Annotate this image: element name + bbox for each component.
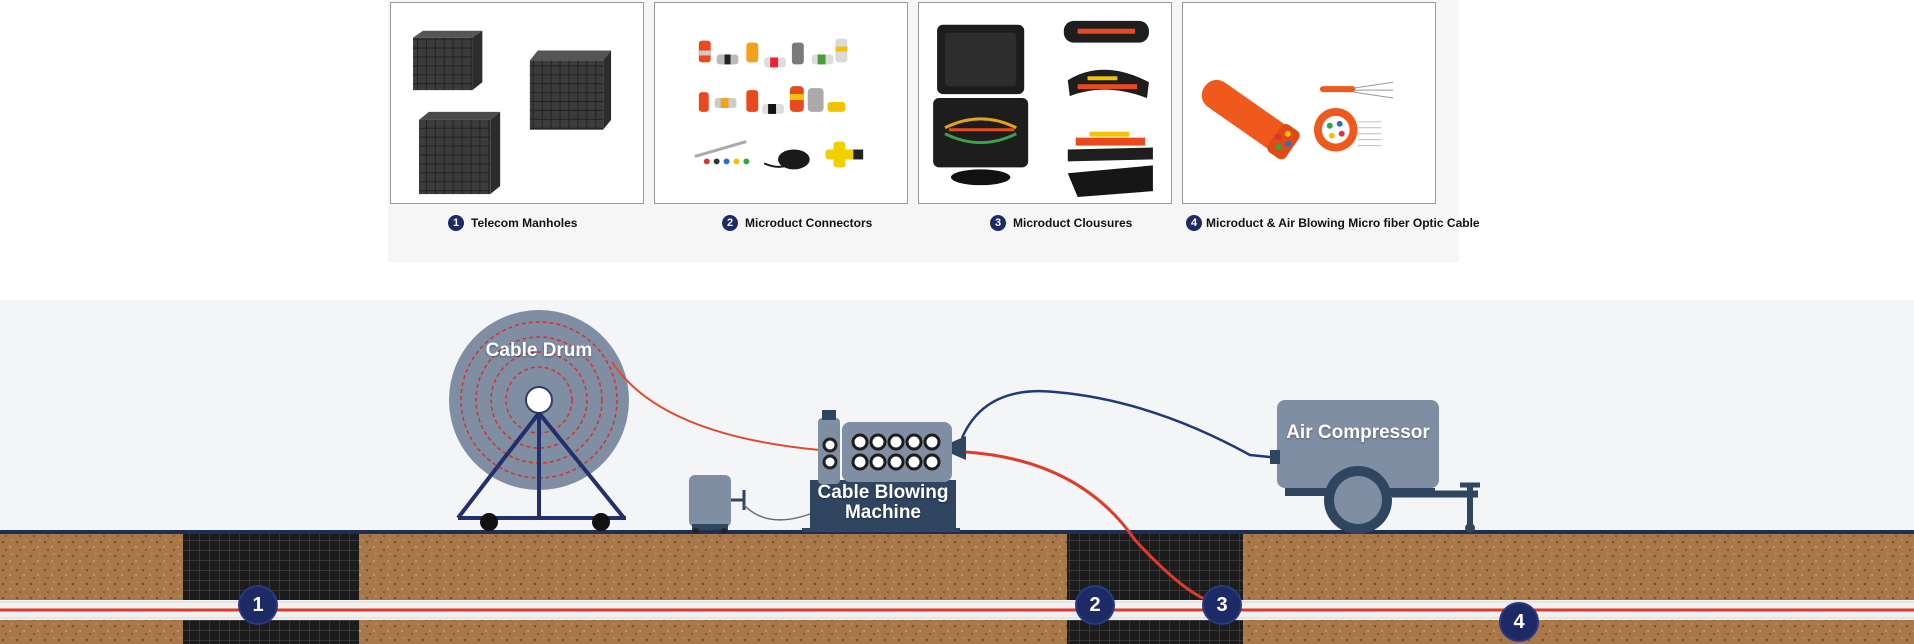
- caption-label: Microduct Clousures: [1013, 216, 1133, 230]
- product-card-microduct-connectors: [654, 2, 908, 204]
- number-badge: 2: [722, 215, 738, 231]
- air-compressor-label: Air Compressor: [1286, 422, 1430, 443]
- caption-microduct-closures: 3 Microduct Clousures: [990, 213, 1132, 233]
- caption-label: Telecom Manholes: [471, 216, 578, 230]
- installation-diagram: Cable Drum Cable Blowing Machine Air Com…: [0, 300, 1914, 644]
- number-badge: 4: [1186, 215, 1202, 231]
- cable-to-manhole: [965, 450, 1221, 606]
- caption-label: Microduct Connectors: [745, 216, 873, 230]
- air-compressor: [1270, 400, 1480, 534]
- marker-4: 4: [1499, 602, 1539, 642]
- machine-label-line1: Cable Blowing: [817, 482, 949, 503]
- cable-drum: [449, 310, 629, 531]
- diagram-graphic: [0, 300, 1914, 644]
- caption-microduct-connectors: 2 Microduct Connectors: [722, 213, 872, 233]
- marker-3: 3: [1202, 585, 1242, 625]
- product-panel: 1 Telecom Manholes 2 Microduct Connector…: [388, 0, 1480, 262]
- machine-label-line2: Machine: [844, 502, 922, 523]
- product-card-microduct-cable: [1182, 2, 1436, 204]
- product-card-telecom-manholes: [390, 2, 644, 204]
- manhole-boxes-image: [413, 30, 612, 195]
- caption-label: Microduct & Air Blowing Micro fiber Opti…: [1206, 216, 1480, 230]
- cable-blowing-machine: [802, 410, 966, 532]
- air-hose: [960, 389, 1281, 460]
- caption-microduct-cable: 4 Microduct & Air Blowing Micro fiber Op…: [1186, 213, 1480, 233]
- marker-2: 2: [1075, 585, 1115, 625]
- caption-telecom-manholes: 1 Telecom Manholes: [448, 213, 577, 233]
- number-badge: 3: [990, 215, 1006, 231]
- closures-image: [933, 20, 1153, 198]
- cable-from-drum: [611, 361, 821, 451]
- number-badge: 1: [448, 215, 464, 231]
- cable-image: [1201, 79, 1394, 160]
- cable-blowing-machine-label: Cable Blowing Machine: [812, 483, 954, 523]
- marker-1: 1: [238, 585, 278, 625]
- product-card-microduct-closures: [918, 2, 1172, 204]
- motor-unit: [689, 475, 821, 534]
- connectors-image: [694, 38, 864, 170]
- cable-drum-label: Cable Drum: [485, 340, 593, 361]
